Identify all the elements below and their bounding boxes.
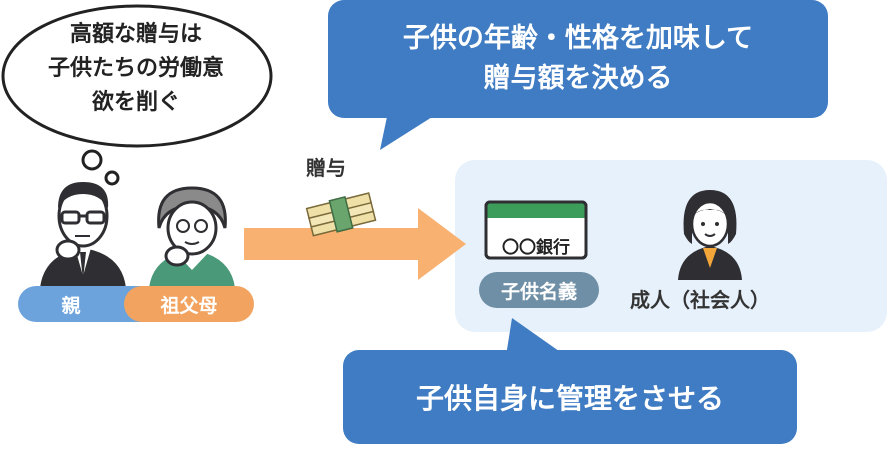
thought-line2: 子供たちの労働意	[47, 56, 224, 81]
thought-line1: 高額な贈与は	[69, 22, 202, 47]
account-holder-pill: 子供名義	[479, 272, 599, 308]
thought-line3: 欲を削ぐ	[91, 90, 180, 115]
gift-label: 贈与	[306, 156, 346, 180]
bank-passbook-icon	[484, 200, 588, 260]
advice-callout-bottom: 子供自身に管理をさせる	[343, 350, 797, 444]
callout-bottom-text: 子供自身に管理をさせる	[415, 382, 724, 415]
callout-top-line2: 贈与額を決める	[483, 63, 673, 94]
grandparent-label: 祖父母	[160, 294, 218, 317]
account-label: 子供名義	[500, 280, 577, 303]
money-stack-icon	[305, 192, 377, 237]
bottom-callout-tail	[506, 318, 566, 356]
grandparent-label-pill: 祖父母	[124, 286, 254, 322]
thought-text: 高額な贈与は 子供たちの労働意 欲を削ぐ	[6, 18, 266, 120]
bank-name: 〇〇銀行	[502, 238, 570, 258]
top-callout-tail	[380, 112, 440, 150]
parent-label: 親	[61, 294, 81, 317]
father-icon	[40, 182, 126, 288]
advice-callout-top: 子供の年齢・性格を加味して 贈与額を決める	[328, 0, 828, 118]
thought-bubble	[1, 4, 273, 186]
callout-top-line1: 子供の年齢・性格を加味して	[402, 23, 754, 54]
adult-label: 成人（社会人）	[630, 288, 770, 312]
grandmother-icon	[149, 186, 235, 288]
adult-woman-icon	[678, 190, 742, 280]
